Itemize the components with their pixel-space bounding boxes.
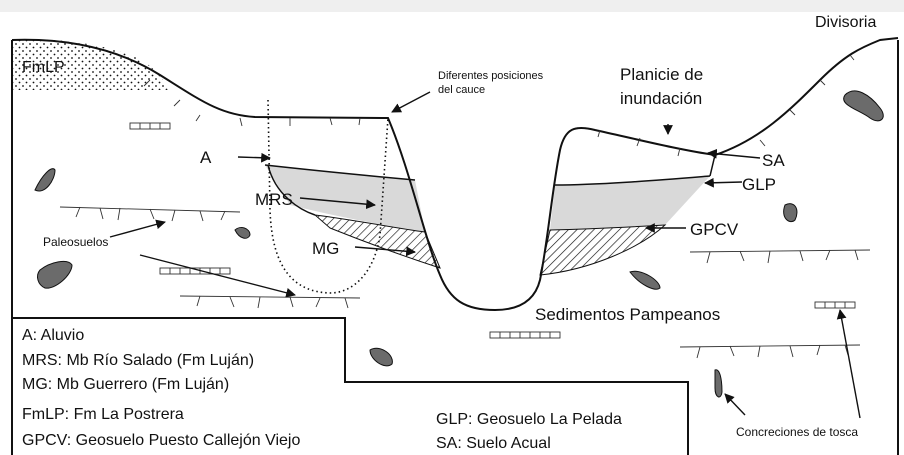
legend-item-mg: MG: Mb Guerrero (Fm Luján) <box>22 376 229 393</box>
paleo-channel-dotted <box>267 99 389 294</box>
fmlp-deposit <box>12 39 170 90</box>
label-gpcv: GPCV <box>690 220 739 239</box>
left-glp-boundary <box>264 164 416 181</box>
label-glp: GLP <box>742 175 776 194</box>
arrow-mrs <box>299 197 376 210</box>
legend-item-mrs: MRS: Mb Río Salado (Fm Luján) <box>22 352 254 369</box>
label-sedimentos: Sedimentos Pampeanos <box>535 305 720 324</box>
right-glp-boundary <box>554 175 711 186</box>
mrs-fill <box>265 165 425 232</box>
label-mg: MG <box>312 239 339 258</box>
arrow-concreciones-1 <box>836 309 861 419</box>
tosca-lenses <box>129 122 856 339</box>
label-cauce-2: del cauce <box>438 84 485 96</box>
arrow-glp <box>704 177 743 188</box>
label-divisoria: Divisoria <box>815 14 876 31</box>
label-a: A <box>200 148 212 167</box>
legend-item-glp: GLP: Geosuelo La Pelada <box>436 411 622 428</box>
label-mrs: MRS <box>255 190 293 209</box>
arrow-concreciones-2 <box>724 393 746 416</box>
legend-box <box>12 317 689 455</box>
top-band <box>0 0 904 12</box>
gpcv-fill <box>539 224 667 276</box>
label-sa: SA <box>762 151 785 170</box>
label-paleosuelos: Paleosuelos <box>43 235 108 249</box>
legend-item-sa: SA: Suelo Acual <box>436 435 551 452</box>
label-cauce-1: Diferentes posiciones <box>438 70 544 82</box>
terrain-surface <box>11 37 899 312</box>
arrow-sa <box>707 148 761 159</box>
arrow-a <box>237 152 271 163</box>
arrow-paleosuelo-2 <box>139 254 296 298</box>
glp-fill <box>550 176 710 230</box>
arrow-paleosuelo-1 <box>109 219 166 238</box>
label-planicie-1: Planicie de <box>620 65 703 84</box>
label-planicie-2: inundación <box>620 89 702 108</box>
arrow-mg <box>354 246 416 257</box>
arrow-cauce <box>391 91 431 113</box>
legend-item-gpcv: GPCV: Geosuelo Puesto Callejón Viejo <box>22 432 300 449</box>
label-fmlp: FmLP <box>22 59 65 76</box>
label-concreciones: Concreciones de tosca <box>736 425 858 439</box>
concretions <box>34 90 884 398</box>
mrs-base <box>267 164 316 216</box>
paleosol-traces <box>59 54 871 359</box>
legend-item-fmlp: FmLP: Fm La Postrera <box>22 406 184 423</box>
legend-item-a: A: Aluvio <box>22 327 84 344</box>
sa-edge <box>709 154 716 177</box>
annotation-arrows <box>109 91 861 419</box>
